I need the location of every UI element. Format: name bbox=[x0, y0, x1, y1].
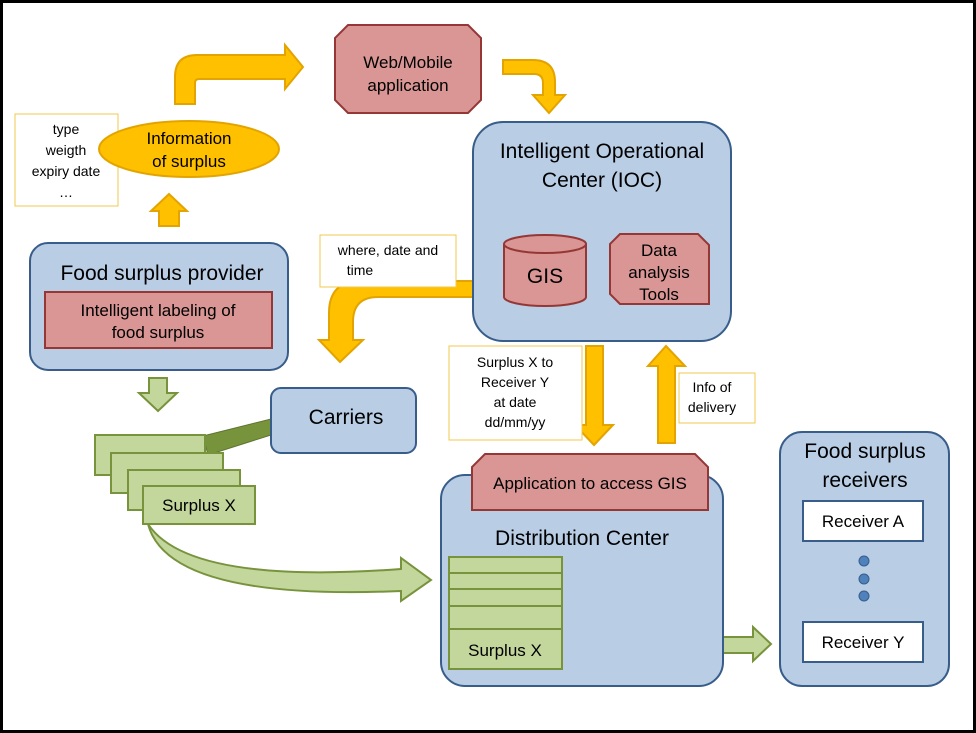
where-date-time-label-2: time bbox=[347, 262, 374, 278]
stored-surplus-label: Surplus X bbox=[468, 641, 542, 660]
intelligent-labeling-label-1: Intelligent labeling of bbox=[80, 301, 235, 320]
stored-surplus-row-2 bbox=[448, 572, 563, 590]
stored-surplus-row-1 bbox=[448, 556, 563, 574]
gis-database-top bbox=[503, 234, 587, 254]
stored-surplus-row-4 bbox=[448, 605, 563, 630]
receiver-y-box bbox=[802, 621, 924, 663]
surplus-to-receiver-label-1: Surplus X to bbox=[477, 354, 553, 370]
web-mobile-app-box bbox=[334, 24, 482, 114]
data-analysis-tools-label-2: analysis bbox=[628, 263, 689, 282]
food-surplus-diagram: Web/Mobile application type weigth expir… bbox=[14, 24, 950, 687]
carriers-connector bbox=[202, 418, 272, 456]
information-of-surplus-label-2: of surplus bbox=[152, 152, 226, 171]
receivers-title-1: Food surplus bbox=[804, 440, 925, 463]
arrow-webapp-to-ioc bbox=[502, 59, 568, 115]
arrow-provider-to-surplus bbox=[136, 377, 180, 413]
ellipsis-dot-1 bbox=[858, 555, 870, 567]
arrow-distribution-to-ioc bbox=[645, 344, 688, 444]
arrow-provider-to-info bbox=[148, 192, 190, 227]
ioc-title-2: Center (IOC) bbox=[542, 169, 662, 192]
attr-type: type bbox=[53, 121, 80, 137]
ellipsis-dot-2 bbox=[858, 573, 870, 585]
intelligent-labeling-label-2: food surplus bbox=[112, 323, 205, 342]
surplus-to-receiver-label-4: dd/mm/yy bbox=[485, 414, 546, 430]
where-date-time-note bbox=[319, 234, 457, 288]
surplus-stack-sheet-front bbox=[142, 485, 256, 525]
surplus-to-receiver-label-2: Receiver Y bbox=[481, 374, 550, 390]
data-analysis-tools-label-1: Data bbox=[641, 241, 677, 260]
data-analysis-tools-box bbox=[609, 233, 710, 305]
gis-database-cylinder bbox=[503, 244, 587, 307]
data-analysis-tools-label-3: Tools bbox=[639, 285, 679, 304]
web-mobile-app-label-2: application bbox=[367, 76, 448, 95]
surplus-to-receiver-label-3: at date bbox=[494, 394, 537, 410]
receiver-a-label: Receiver A bbox=[822, 512, 905, 531]
receiver-y-label: Receiver Y bbox=[822, 633, 905, 652]
info-of-delivery-label-2: delivery bbox=[688, 399, 736, 415]
information-of-surplus-label-1: Information bbox=[146, 129, 231, 148]
arrow-surplus-to-distribution bbox=[147, 523, 433, 603]
arrow-info-to-webapp bbox=[174, 42, 305, 105]
receivers-title-2: receivers bbox=[822, 469, 907, 492]
receiver-a-box bbox=[802, 500, 924, 542]
info-of-delivery-label-1: Info of bbox=[693, 379, 732, 395]
arrow-ioc-to-distribution bbox=[572, 345, 616, 447]
ellipsis-dot-3 bbox=[858, 590, 870, 602]
intelligent-labeling-box bbox=[44, 291, 273, 349]
attr-more: … bbox=[59, 184, 73, 200]
gis-label: GIS bbox=[527, 265, 563, 288]
information-of-surplus-ellipse bbox=[98, 120, 280, 178]
stored-surplus-row-3 bbox=[448, 588, 563, 607]
food-surplus-provider-title: Food surplus provider bbox=[60, 262, 263, 285]
web-mobile-app-label-1: Web/Mobile bbox=[363, 53, 452, 72]
carriers-label: Carriers bbox=[309, 406, 384, 429]
attr-expiry-date: expiry date bbox=[32, 163, 101, 179]
gis-access-app-label: Application to access GIS bbox=[493, 474, 687, 493]
info-of-delivery-note bbox=[678, 372, 756, 424]
surplus-stack-label: Surplus X bbox=[162, 496, 236, 515]
attr-weight: weigth bbox=[45, 142, 86, 158]
gis-access-app-box bbox=[471, 453, 709, 511]
distribution-center-title: Distribution Center bbox=[495, 527, 669, 550]
surplus-to-receiver-note bbox=[448, 345, 583, 441]
stored-surplus-row-labeled bbox=[448, 628, 563, 670]
carriers-box bbox=[270, 387, 417, 454]
where-date-time-label-1: where, date and bbox=[337, 242, 438, 258]
ioc-title-1: Intelligent Operational bbox=[500, 140, 704, 163]
